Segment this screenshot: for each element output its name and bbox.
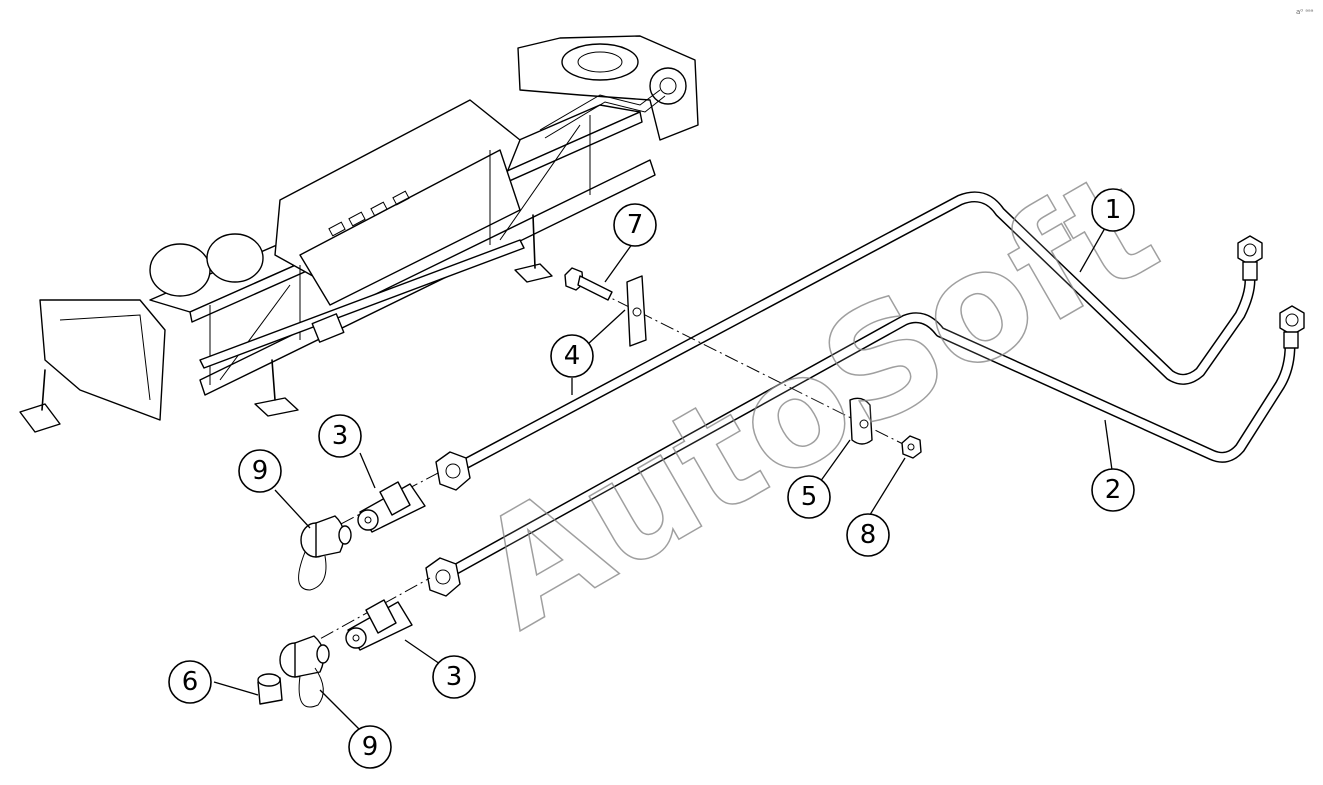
svg-text:7: 7 <box>627 210 644 240</box>
svg-text:9: 9 <box>252 456 269 486</box>
callout-1: 1 <box>1091 188 1135 232</box>
callout-3-upper: 3 <box>318 414 362 458</box>
svg-text:1: 1 <box>1105 195 1122 225</box>
callout-8: 8 <box>846 513 890 557</box>
assembly-centerline-coupler-2 <box>299 577 431 651</box>
callout-7: 7 <box>613 203 657 247</box>
bolt <box>564 267 613 301</box>
svg-text:3: 3 <box>332 421 349 451</box>
quick-coupler-upper <box>357 481 426 533</box>
svg-text:8: 8 <box>860 520 877 550</box>
plug <box>257 673 283 705</box>
hose-1-nut <box>435 451 471 491</box>
hose-2 <box>434 312 1296 584</box>
callout-4: 4 <box>550 334 594 378</box>
hose-clamp <box>849 397 873 445</box>
dust-cap-upper <box>298 515 352 591</box>
leader-lines <box>213 227 1113 731</box>
hose-end-fitting-1 <box>1237 235 1263 281</box>
dust-cap-lower <box>279 635 330 708</box>
callout-3-lower: 3 <box>432 655 476 699</box>
svg-text:4: 4 <box>564 341 581 371</box>
svg-text:3: 3 <box>446 662 463 692</box>
svg-text:9: 9 <box>362 732 379 762</box>
hose-2-nut <box>425 557 461 597</box>
svg-text:2: 2 <box>1105 475 1122 505</box>
callout-6: 6 <box>168 660 212 704</box>
lock-nut <box>901 435 922 459</box>
callout-9-upper: 9 <box>238 449 282 493</box>
quick-coupler-lower <box>345 599 413 651</box>
callout-5: 5 <box>787 475 831 519</box>
callout-9-lower: 9 <box>348 725 392 769</box>
header-machine-assembly <box>19 35 699 433</box>
mounting-plate <box>626 275 647 347</box>
svg-text:5: 5 <box>801 482 818 512</box>
hose-end-fitting-2 <box>1279 305 1305 349</box>
corner-mark: a⁰ ᵃᵃᵃ <box>1296 8 1314 16</box>
hose-1 <box>444 191 1256 478</box>
svg-text:6: 6 <box>182 667 199 697</box>
callout-2: 2 <box>1091 468 1135 512</box>
